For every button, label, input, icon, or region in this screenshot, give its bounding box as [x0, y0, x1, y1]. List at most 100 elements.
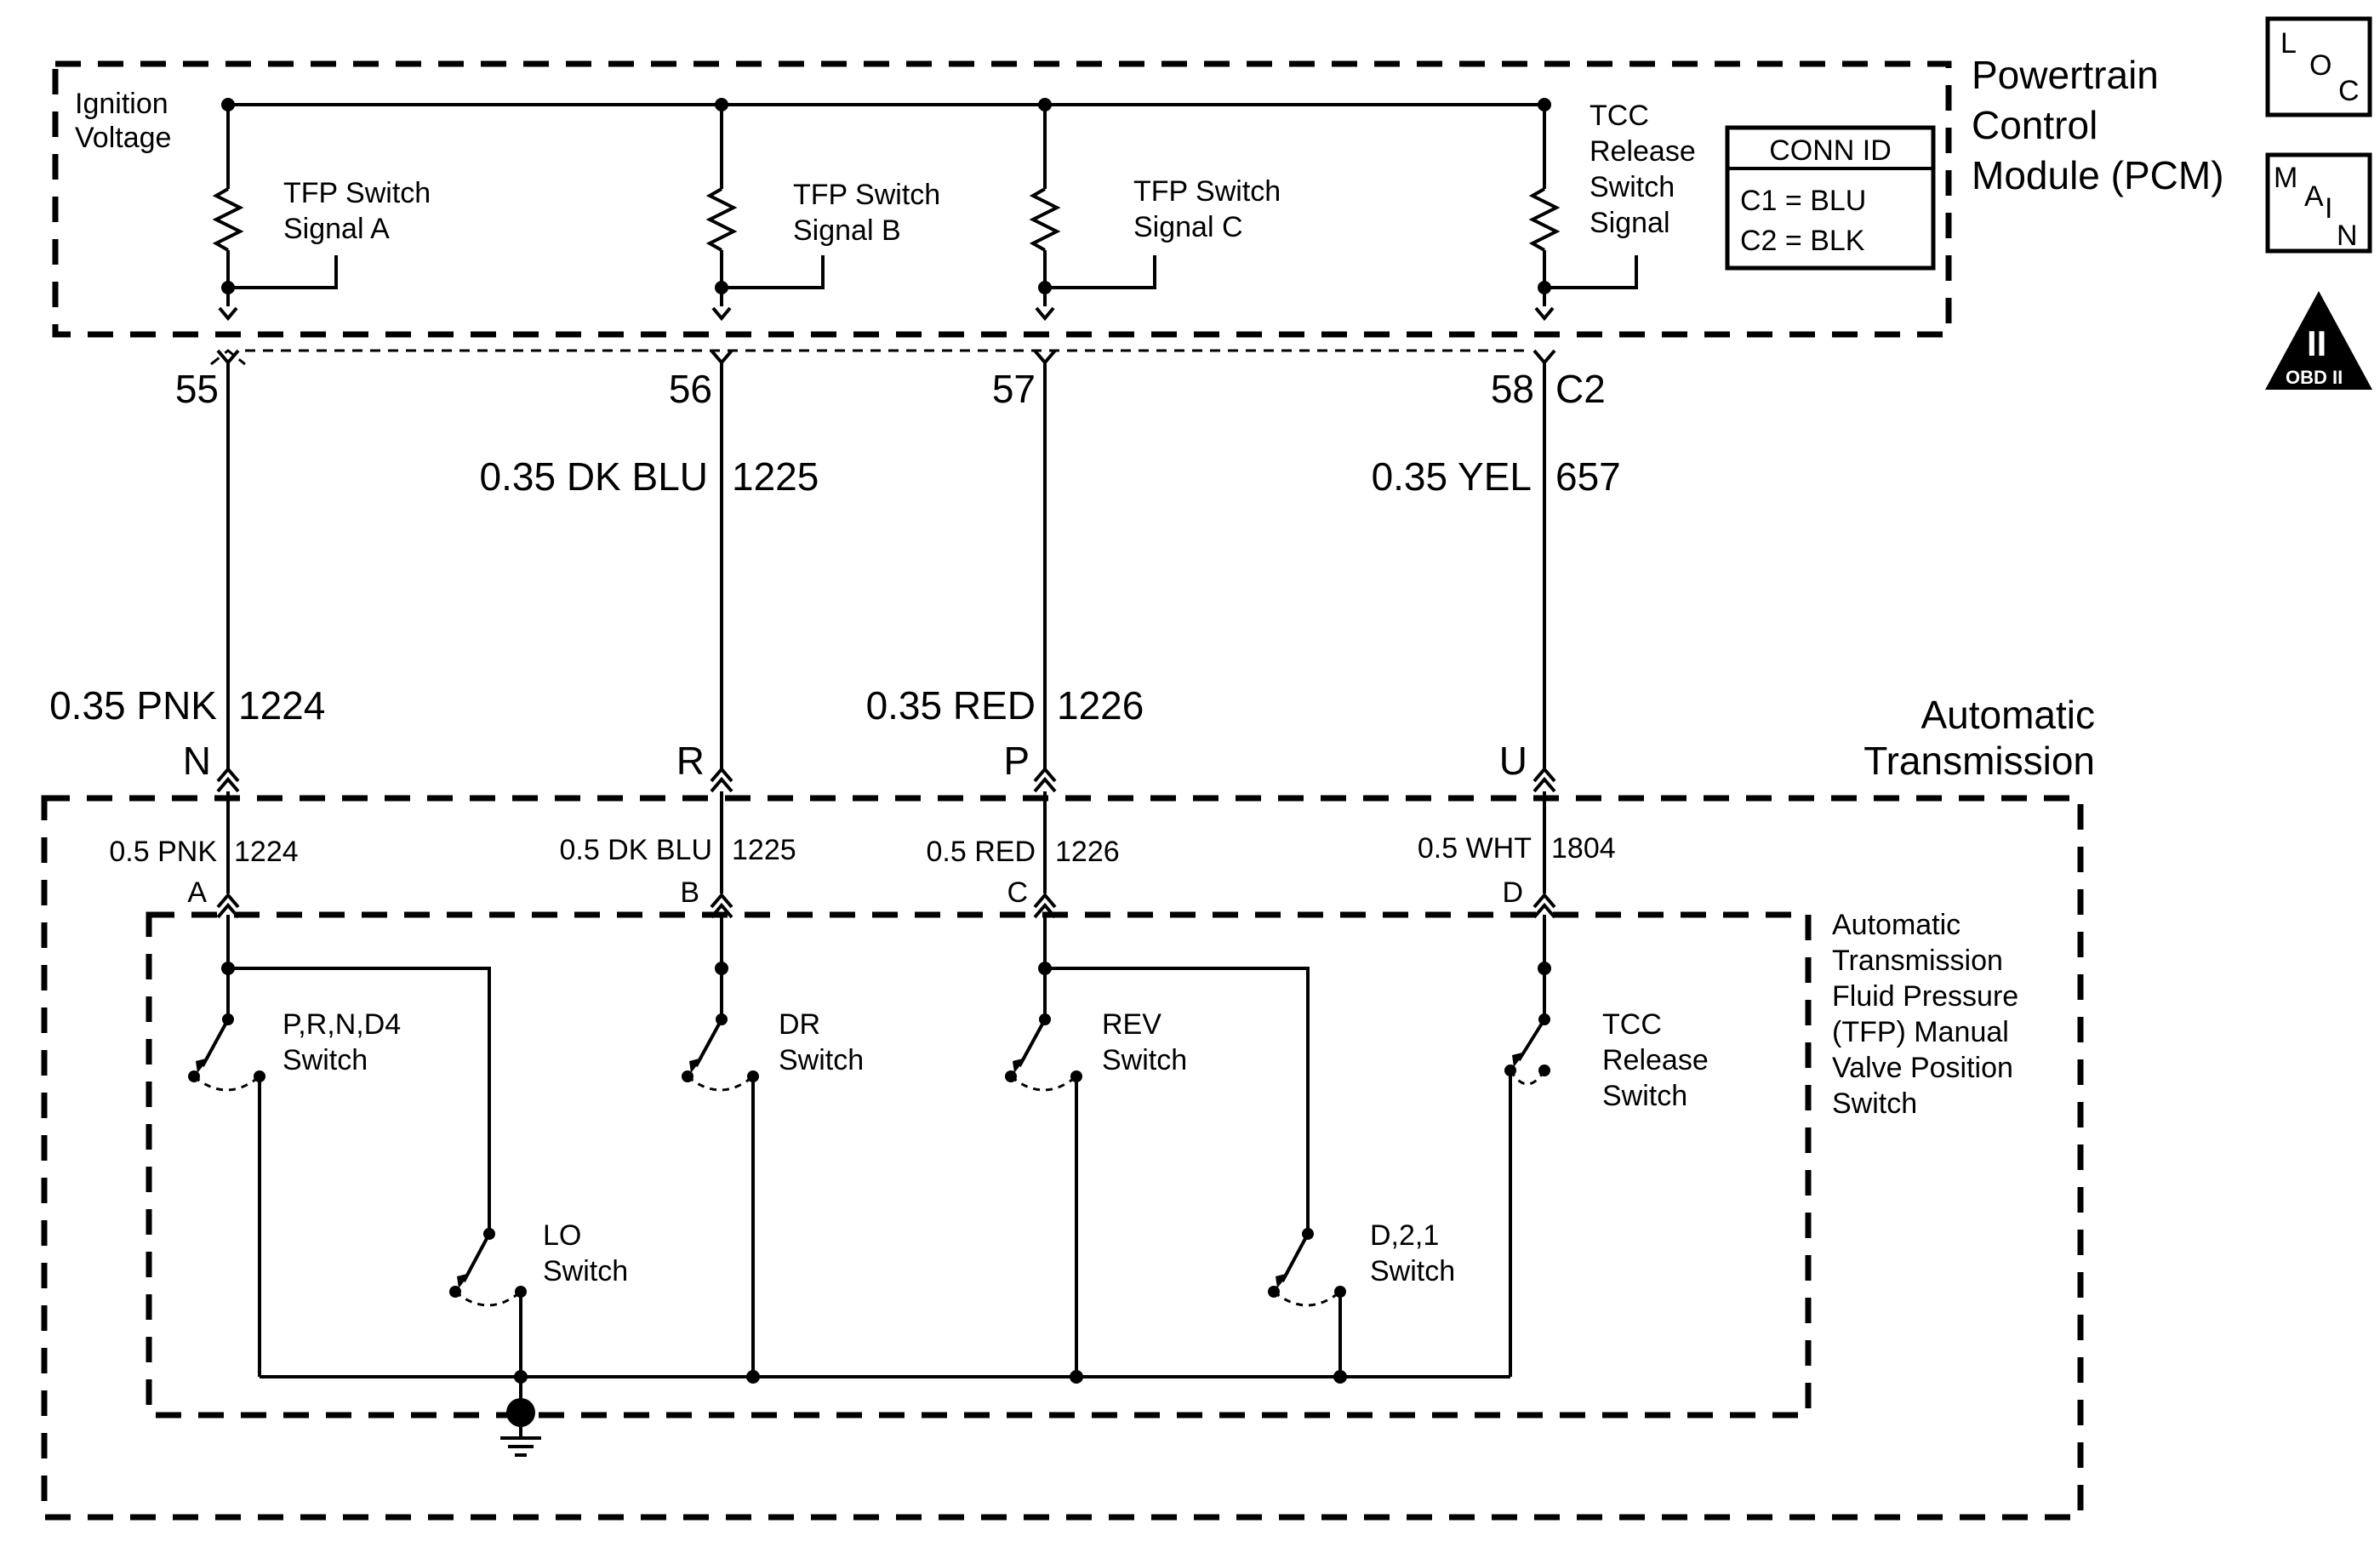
switch-pin-d: D	[1502, 876, 1523, 909]
switch-pin-a: A	[187, 876, 207, 909]
wire-1225-gauge: 0.35 DK BLU	[480, 454, 708, 499]
switch-tcc-line3: Switch	[1602, 1080, 1687, 1112]
pull-up-resistor	[212, 105, 338, 322]
int-wire-d-circuit: 1804	[1551, 832, 1616, 865]
switch-rev-line2: Switch	[1102, 1044, 1187, 1076]
selector-switch	[1504, 1013, 1550, 1086]
trans-pin-u: U	[1499, 739, 1527, 783]
switch-prnd4-line2: Switch	[283, 1044, 368, 1076]
switch-tcc-line1: TCC	[1602, 1008, 1662, 1041]
int-wire-d-gauge: 0.5 WHT	[1418, 832, 1532, 865]
pcm-title-line2: Control	[1972, 103, 2097, 147]
pull-up-resistor	[1029, 105, 1156, 322]
switch-tcc-line2: Release	[1602, 1044, 1709, 1076]
switch-prnd4-line1: P,R,N,D4	[283, 1008, 401, 1041]
svg-text:M: M	[2274, 162, 2297, 194]
svg-text:N: N	[2337, 220, 2358, 252]
conn-id-row1: C1 = BLU	[1740, 185, 1866, 217]
pcm-pin-58: 58	[1491, 367, 1534, 411]
transmission-title-line1: Automatic	[1921, 693, 2095, 737]
wire-1224-gauge: 0.35 PNK	[49, 683, 217, 728]
pcm-title-line1: Powertrain	[1972, 53, 2159, 97]
tfp-signal-a-line1: TFP Switch	[283, 177, 431, 209]
tfp-signal-b-line1: TFP Switch	[793, 179, 940, 211]
wire-1226-gauge: 0.35 RED	[866, 683, 1036, 728]
tfp-signal-c-line1: TFP Switch	[1133, 175, 1281, 208]
tcc-signal-line1: TCC	[1590, 100, 1649, 132]
transmission-enclosure	[41, 795, 2084, 1521]
pull-up-resistor	[705, 105, 825, 322]
tcc-signal-line3: Switch	[1590, 171, 1675, 203]
selector-switch	[449, 1228, 527, 1307]
pcm-pin-57: 57	[992, 367, 1036, 411]
tfp-signal-a-line2: Signal A	[283, 213, 390, 245]
pcm-internal-wiring	[212, 98, 1638, 322]
tfp-title-line5: Valve Position	[1832, 1052, 2013, 1084]
transmission-title-line2: Transmission	[1863, 739, 2095, 783]
selector-switch	[1005, 1013, 1082, 1092]
wire-1225-circuit: 1225	[732, 454, 819, 499]
pcm-title-line3: Module (PCM)	[1972, 153, 2224, 197]
svg-text:C: C	[2338, 75, 2360, 107]
int-wire-c-gauge: 0.5 RED	[927, 836, 1036, 868]
harness-wires	[216, 349, 1556, 919]
tcc-signal-line2: Release	[1590, 135, 1696, 168]
int-wire-b-circuit: 1225	[732, 834, 796, 866]
ignition-voltage-label-line1: Ignition	[75, 88, 168, 120]
wire-657-circuit: 657	[1555, 454, 1621, 499]
switch-circuitry	[188, 915, 1551, 1457]
trans-pin-r: R	[676, 739, 705, 783]
switch-lo-line2: Switch	[543, 1255, 628, 1287]
tfp-title-line4: (TFP) Manual	[1832, 1016, 2009, 1048]
int-wire-a-circuit: 1224	[234, 836, 299, 868]
tfp-signal-c-line2: Signal C	[1133, 211, 1243, 243]
tfp-title-line2: Transmission	[1832, 945, 2003, 977]
trans-pin-n: N	[183, 739, 211, 783]
pcm-enclosure	[52, 60, 1952, 338]
switch-lo-line1: LO	[543, 1219, 581, 1252]
selector-switch	[188, 1013, 265, 1092]
obd-ii-badge: II OBD II	[2265, 291, 2372, 390]
obd-numeral: II	[2307, 323, 2326, 363]
tfp-title-line1: Automatic	[1832, 909, 1961, 941]
pcm-pin-55: 55	[175, 367, 219, 411]
selector-switch	[1268, 1228, 1346, 1307]
harness-wire	[216, 349, 240, 919]
switch-dr-line1: DR	[779, 1008, 820, 1041]
wire-1226-circuit: 1226	[1057, 683, 1144, 728]
tfp-switch-enclosure	[146, 911, 1812, 1418]
wire-1224-circuit: 1224	[238, 683, 325, 728]
tfp-title-line3: Fluid Pressure	[1832, 980, 2018, 1013]
conn-id-row2: C2 = BLK	[1740, 225, 1865, 257]
tfp-title-line6: Switch	[1832, 1087, 1917, 1120]
pcm-pin-56: 56	[669, 367, 712, 411]
int-wire-a-gauge: 0.5 PNK	[109, 836, 217, 868]
selector-switch	[682, 1013, 759, 1092]
int-wire-b-gauge: 0.5 DK BLU	[559, 834, 712, 866]
main-badge: M A I N	[2265, 152, 2372, 254]
switch-d21-line2: Switch	[1370, 1255, 1455, 1287]
ignition-voltage-label-line2: Voltage	[75, 122, 171, 154]
tcc-signal-line4: Signal	[1590, 207, 1670, 239]
obd-text: OBD II	[2286, 367, 2343, 388]
conn-id-title: CONN ID	[1769, 134, 1892, 167]
svg-text:I: I	[2325, 192, 2332, 225]
switch-rev-line1: REV	[1102, 1008, 1161, 1041]
switch-d21-line1: D,2,1	[1370, 1219, 1439, 1252]
tfp-signal-b-line2: Signal B	[793, 214, 901, 247]
harness-wire	[710, 349, 733, 919]
loc-badge: L O C	[2265, 16, 2372, 117]
harness-wire	[1033, 349, 1057, 919]
conn-id-box: CONN ID C1 = BLU C2 = BLK	[1725, 125, 1936, 271]
trans-pin-p: P	[1003, 739, 1030, 783]
switch-pin-b: B	[680, 876, 699, 909]
svg-text:O: O	[2309, 49, 2331, 82]
pull-up-resistor	[1528, 105, 1638, 322]
svg-text:A: A	[2304, 180, 2324, 213]
pcm-connector-c2: C2	[1555, 367, 1606, 411]
switch-pin-c: C	[1007, 876, 1028, 909]
pcm-connector-shroud	[210, 349, 246, 366]
svg-text:L: L	[2280, 27, 2297, 60]
int-wire-c-circuit: 1226	[1055, 836, 1120, 868]
